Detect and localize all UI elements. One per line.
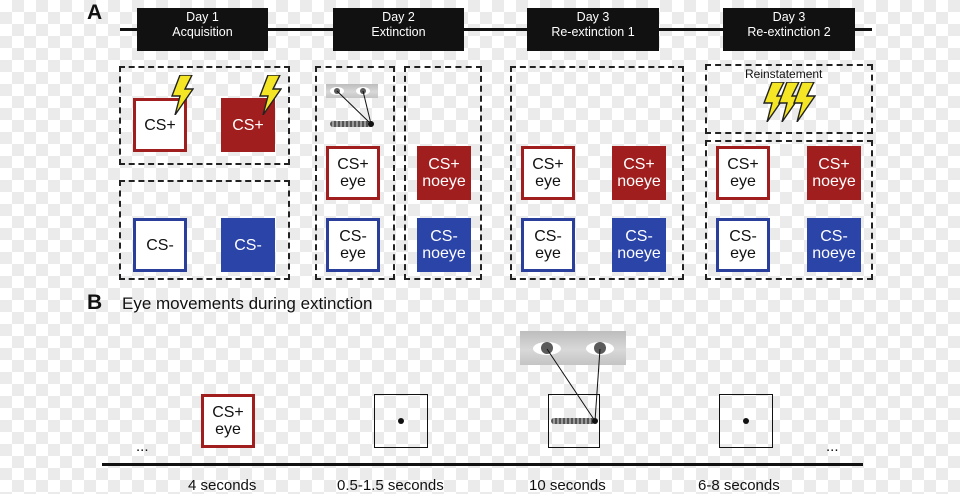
trial-stimulus-box: CS+ eye — [201, 394, 255, 448]
re-extinction-2-group — [705, 140, 873, 280]
cs-plus-noeye-box: CS+ noeye — [807, 146, 861, 200]
cs-minus-noeye-box: CS- noeye — [612, 218, 666, 272]
stimulus-line-2: noeye — [422, 245, 466, 262]
stimulus-label: CS- — [146, 236, 174, 254]
day-phase: Extinction — [371, 25, 426, 39]
panel-b-title: Eye movements during extinction — [122, 294, 373, 313]
stimulus-line-2: eye — [340, 173, 366, 190]
gaze-path — [330, 121, 374, 127]
stimulus-label: CS+ — [232, 116, 264, 134]
cs-minus-filled-box: CS- — [221, 218, 275, 272]
stimulus-line-1: CS- — [820, 228, 848, 245]
stimulus-line-1: CS+ — [337, 156, 369, 173]
re-extinction-1-group — [510, 66, 684, 280]
stimulus-line-1: CS+ — [532, 156, 564, 173]
panel-b-label: B — [87, 291, 103, 314]
stimulus-line-2: noeye — [812, 173, 856, 190]
ellipsis-start: ... — [136, 438, 149, 455]
stimulus-line-1: CS- — [430, 228, 458, 245]
cs-minus-eye-box: CS- eye — [716, 218, 770, 272]
stimulus-line-2: eye — [730, 245, 756, 262]
stimulus-line-1: CS+ — [212, 404, 244, 421]
gaze-trial-frame — [548, 394, 600, 448]
duration-label: 10 seconds — [529, 477, 606, 494]
stimulus-line-2: noeye — [812, 245, 856, 262]
gaze-lines — [336, 90, 374, 127]
cs-plus-eye-box: CS+ eye — [521, 146, 575, 200]
day-phase: Acquisition — [172, 25, 233, 39]
day-phase: Re-extinction 1 — [551, 25, 635, 39]
cs-minus-eye-box: CS- eye — [326, 218, 380, 272]
stimulus-line-1: CS+ — [428, 156, 460, 173]
trial-timeline — [102, 463, 863, 466]
stimulus-line-2: noeye — [422, 173, 466, 190]
stimulus-line-1: CS+ — [727, 156, 759, 173]
extinction-noeye-group — [404, 66, 482, 280]
iti-frame — [719, 394, 773, 448]
cs-minus-noeye-box: CS- noeye — [807, 218, 861, 272]
stimulus-line-1: CS- — [534, 228, 562, 245]
stimulus-line-1: CS+ — [623, 156, 655, 173]
stimulus-line-2: eye — [730, 173, 756, 190]
acquisition-cs-plus-group — [119, 66, 290, 165]
extinction-eye-group — [315, 66, 395, 280]
reinstatement-label: Reinstatement — [745, 67, 823, 81]
cs-minus-noeye-box: CS- noeye — [417, 218, 471, 272]
reinstatement-group — [705, 64, 873, 134]
timeline-line — [120, 28, 872, 31]
acquisition-cs-minus-group — [119, 180, 290, 280]
stimulus-line-1: CS- — [339, 228, 367, 245]
duration-label: 0.5-1.5 seconds — [337, 477, 444, 494]
stimulus-line-2: eye — [340, 245, 366, 262]
stimulus-line-2: eye — [535, 245, 561, 262]
day-phase: Re-extinction 2 — [747, 25, 831, 39]
cs-minus-eye-box: CS- eye — [521, 218, 575, 272]
stimulus-line-1: CS- — [625, 228, 653, 245]
day-label-acquisition: Day 1 Acquisition — [137, 8, 268, 51]
cs-plus-noeye-box: CS+ noeye — [417, 146, 471, 200]
shock-bolt-icon — [170, 75, 194, 115]
day-number: Day 3 — [772, 10, 806, 24]
stimulus-line-1: CS- — [729, 228, 757, 245]
shock-bolt-icon — [792, 82, 816, 122]
shock-bolt-icon — [258, 75, 282, 115]
duration-label: 4 seconds — [188, 477, 257, 494]
cs-minus-outline-box: CS- — [133, 218, 187, 272]
cs-plus-noeye-box: CS+ noeye — [612, 146, 666, 200]
day-label-extinction: Day 2 Extinction — [333, 8, 464, 51]
fixation-frame — [374, 394, 428, 448]
gaze-lines — [546, 348, 601, 424]
eye-region-photo — [520, 331, 626, 365]
stimulus-label: CS+ — [144, 116, 176, 134]
stimulus-line-2: noeye — [617, 245, 661, 262]
stimulus-line-2: eye — [215, 421, 241, 438]
duration-label: 6-8 seconds — [698, 477, 780, 494]
day-label-re-extinction-1: Day 3 Re-extinction 1 — [527, 8, 659, 51]
day-number: Day 2 — [382, 10, 415, 24]
stimulus-line-2: noeye — [617, 173, 661, 190]
ellipsis-end: ... — [826, 438, 839, 455]
stimulus-line-1: CS+ — [818, 156, 850, 173]
panel-a-label: A — [87, 1, 103, 24]
fixation-dot — [398, 418, 404, 424]
stimulus-label: CS- — [234, 236, 262, 254]
stimulus-line-2: eye — [535, 173, 561, 190]
cs-plus-eye-box: CS+ eye — [716, 146, 770, 200]
iti-fixation-dot — [743, 418, 749, 424]
day-number: Day 1 — [186, 10, 219, 24]
gaze-path — [551, 418, 595, 424]
cs-plus-eye-box: CS+ eye — [326, 146, 380, 200]
day-number: Day 3 — [576, 10, 610, 24]
day-label-re-extinction-2: Day 3 Re-extinction 2 — [723, 8, 855, 51]
